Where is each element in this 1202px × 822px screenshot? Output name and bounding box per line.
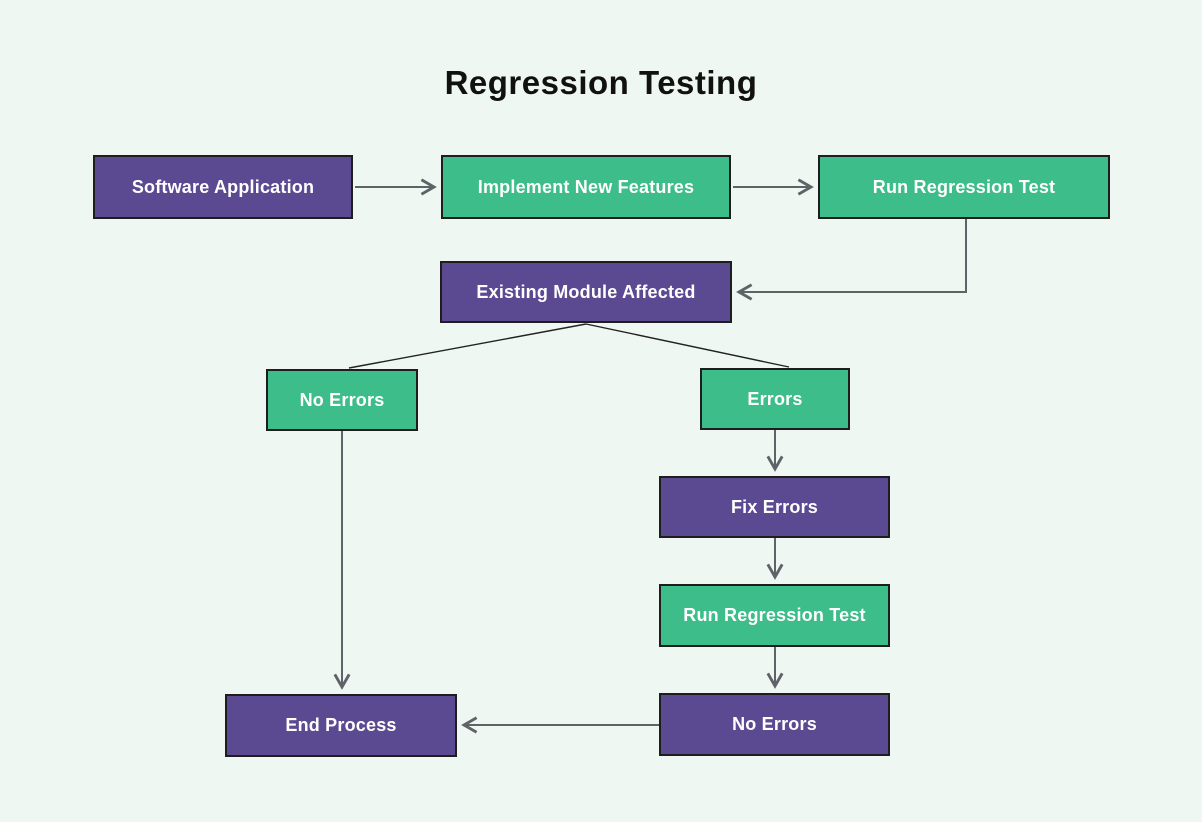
node-fix-errors: Fix Errors <box>659 476 890 538</box>
node-label: Implement New Features <box>477 176 695 197</box>
edge-existing-to-errors <box>585 323 790 368</box>
node-label: Errors <box>747 388 803 409</box>
diagram-title: Regression Testing <box>444 64 758 101</box>
node-label: Software Application <box>131 176 315 197</box>
node-end-process: End Process <box>225 694 457 757</box>
node-label: No Errors <box>732 714 817 734</box>
node-implement-new-features: Implement New Features <box>441 155 731 219</box>
node-label: Run Regression Test <box>683 605 866 625</box>
node-existing-module-affected: Existing Module Affected <box>440 261 732 323</box>
node-software-application: Software Application <box>93 155 353 219</box>
node-run-regression-test-1: Run Regression Test <box>818 155 1110 219</box>
edge-runtest-to-existing <box>736 219 967 301</box>
edge-existing-to-noerrors <box>348 323 587 369</box>
node-errors: Errors <box>700 368 850 430</box>
node-label: Existing Module Affected <box>476 281 696 302</box>
node-label: Run Regression Test <box>872 176 1056 197</box>
node-label: End Process <box>285 715 397 735</box>
node-label: No Errors <box>299 389 385 410</box>
node-no-errors-bottom: No Errors <box>659 693 890 756</box>
node-no-errors-left: No Errors <box>266 369 418 431</box>
node-label: Fix Errors <box>730 496 819 517</box>
node-run-regression-test-2: Run Regression Test <box>659 584 890 647</box>
